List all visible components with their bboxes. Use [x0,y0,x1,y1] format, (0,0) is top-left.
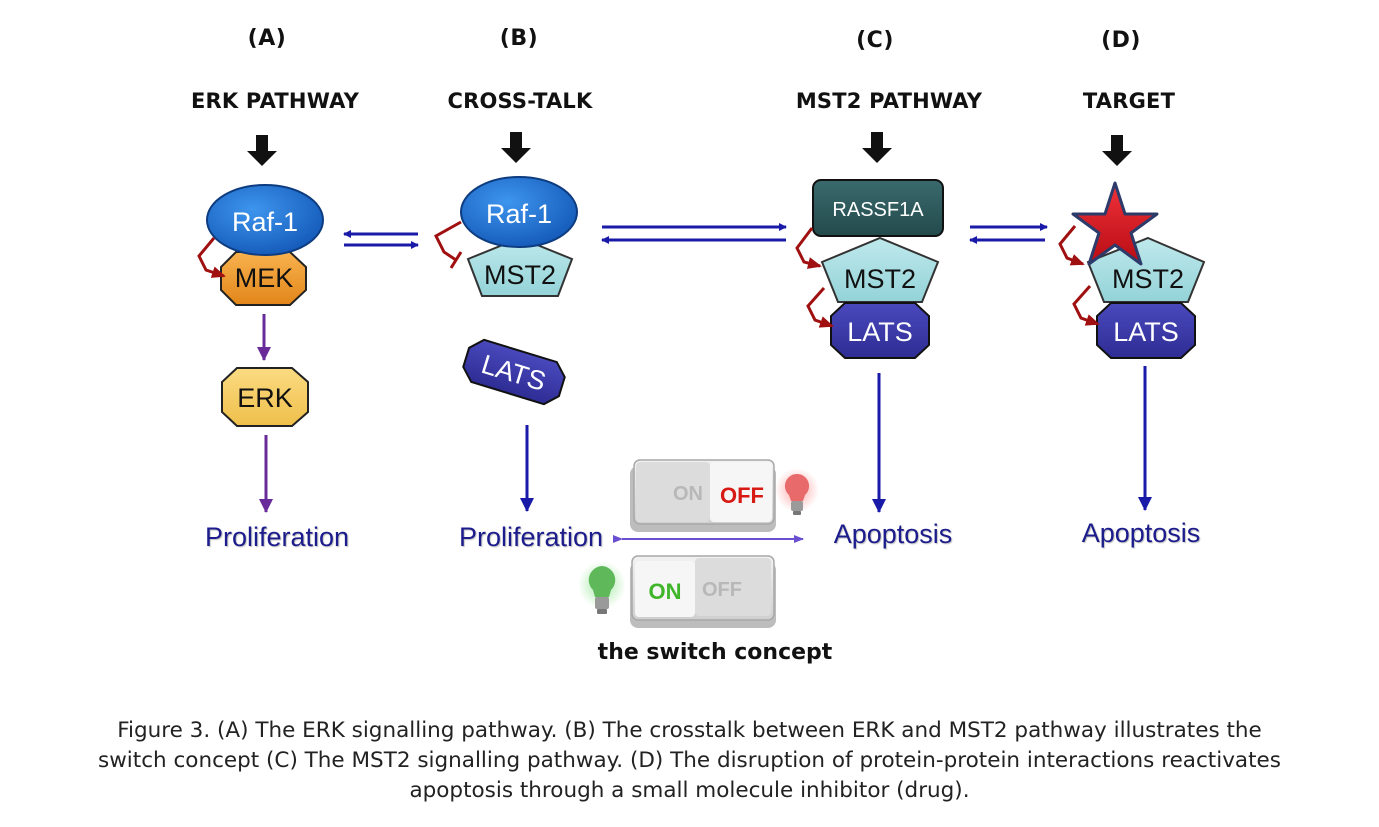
raf1-label-b: Raf-1 [486,199,552,229]
panel-letter-b: (B) [499,26,539,51]
mek-node: MEK [220,251,307,306]
mek-label: MEK [235,263,294,293]
panel-title-target: TARGET [1082,89,1176,113]
drug-star-icon [1071,181,1159,266]
panel-title-mst2-pathway: MST2 PATHWAY [795,89,983,113]
lats-label-d: LATS [1113,317,1179,347]
switch-off-on-label: ON [673,483,703,505]
panel-letter-d: (D) [1101,28,1141,53]
activation-arrow-rassf1a-mst2 [795,227,822,269]
green-lightbulb-icon [578,561,626,614]
mst2-label-d: MST2 [1112,264,1184,294]
switch-concept-caption: the switch concept [597,640,833,665]
input-arrow-c [862,132,892,163]
switch-on-off-label: OFF [702,579,742,601]
panel-letter-c: (C) [856,28,894,53]
switch-off: ON OFF [630,459,776,532]
caption-line-3: apoptosis through a small molecule inhib… [409,778,970,803]
activation-arrow-drug-mst2 [1058,225,1085,266]
input-arrow-a [247,135,277,166]
rassf1a-node: RASSF1A [812,179,944,237]
input-arrow-d [1102,135,1132,166]
input-arrow-b [501,132,531,163]
outcome-proliferation-b: Proliferation [458,522,604,552]
raf1-node-a: Raf-1 [206,184,324,256]
panel-letter-a: (A) [247,26,287,51]
red-lightbulb-icon [775,468,819,515]
inhibition-raf-mst2 [434,220,463,269]
outcome-proliferation-a: Proliferation [204,522,350,552]
rassf1a-label: RASSF1A [832,199,924,221]
lats-node-d: LATS [1096,302,1196,359]
figure-caption: Figure 3. (A) The ERK signalling pathway… [0,716,1379,806]
switch-on: ON OFF [630,555,776,628]
mst2-node-b: MST2 [466,236,574,297]
lats-label-c: LATS [847,317,913,347]
lats-node-c: LATS [830,302,930,359]
mst2-label-b: MST2 [484,260,556,290]
outcome-apoptosis-c: Apoptosis [833,519,953,549]
erk-node: ERK [221,367,309,427]
raf1-node-b: Raf-1 [460,176,578,248]
caption-line-2: switch concept (C) The MST2 signalling p… [98,748,1281,773]
outcome-apoptosis-d: Apoptosis [1081,518,1201,548]
switch-off-off-label: OFF [720,483,764,508]
mst2-label-c: MST2 [844,264,916,294]
switch-on-on-label: ON [649,579,682,604]
activation-arrow-mst2-lats-c [806,287,834,328]
pathway-diagram: MEK Raf-1 ERK MST2 Raf-1 LATS RASSF1A M [197,132,1206,628]
lats-node-b: LATS [462,338,566,406]
panel-title-erk-pathway: ERK PATHWAY [191,89,359,113]
erk-label: ERK [237,383,293,413]
mst2-node-c: MST2 [820,236,940,303]
activation-arrow-raf-mek [197,237,226,278]
activation-arrow-mst2-lats-d [1072,285,1100,326]
raf1-label-a: Raf-1 [232,207,298,237]
panel-title-cross-talk: CROSS-TALK [447,89,593,113]
caption-line-1: Figure 3. (A) The ERK signalling pathway… [117,718,1262,743]
mst2-node-d: MST2 [1086,236,1206,303]
